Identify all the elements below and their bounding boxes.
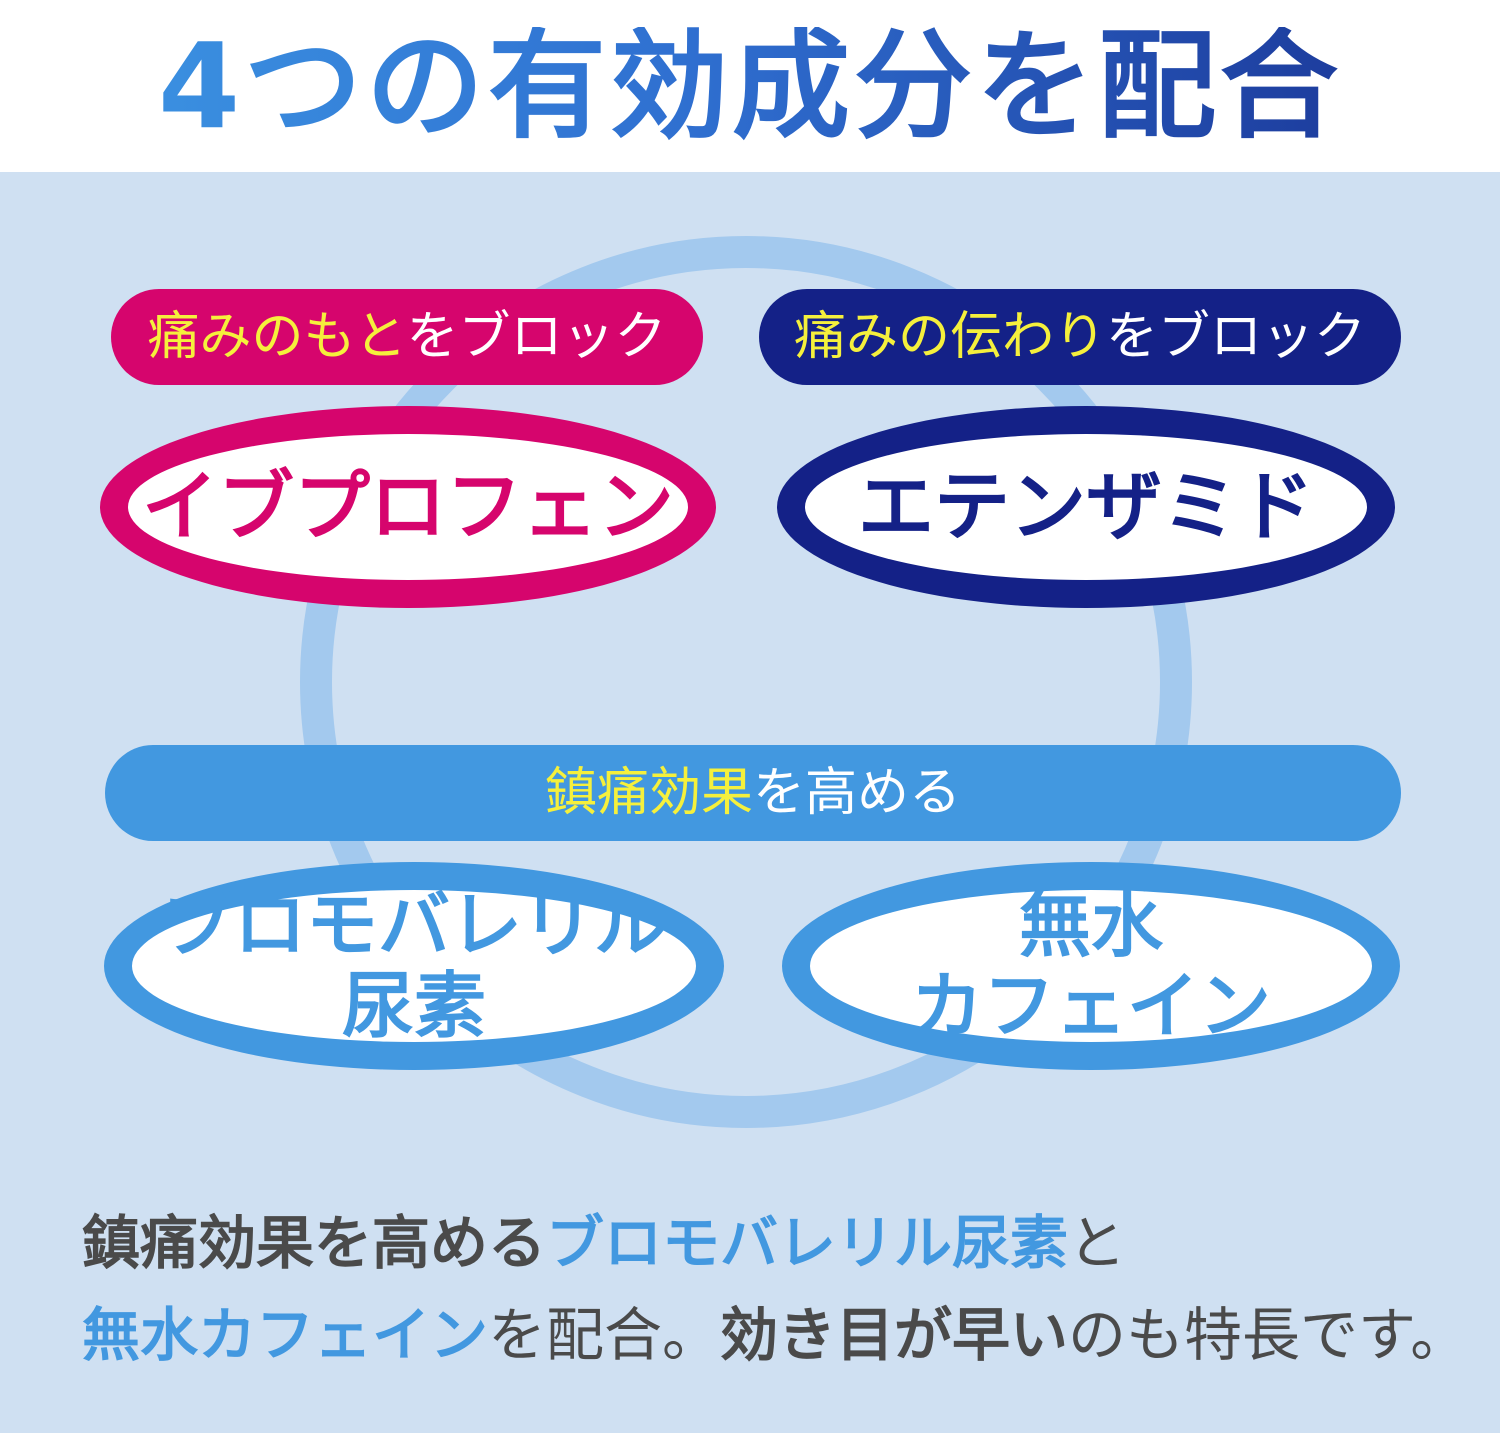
page-title-text: 4つの有効成分を配合 [157,17,1343,155]
label-rest: をブロック [406,307,667,367]
label-highlight: 痛みの伝わり [793,307,1106,367]
desc-text: を配合。 [488,1301,721,1369]
label-rest: を高める [753,763,962,823]
label-highlight: 鎮痛効果 [544,763,753,823]
ingredient-anhydrous-caffeine: 無水 カフェイン [782,862,1400,1070]
description-line-2: 無水カフェインを配合。効き目が早いのも特長です。 [82,1306,1472,1364]
ingredient-name: イブプロフェン [142,462,674,552]
label-block-pain-source: 痛みのもとをブロック [111,289,703,385]
label-rest: をブロック [1106,307,1367,367]
description-line-1: 鎮痛効果を高めるブロモバレリル尿素と [82,1214,1472,1272]
desc-text: 鎮痛効果を高める [82,1209,547,1277]
ingredient-bromovalerylurea: ブロモバレリル 尿素 [104,862,724,1070]
ingredient-ethenzamide: エテンザミド [777,406,1395,608]
label-highlight: 痛みのもと [147,307,407,367]
ingredient-name: エテンザミド [858,462,1314,552]
desc-highlight: ブロモバレリル尿素 [546,1209,1069,1277]
label-enhance-analgesic: 鎮痛効果を高める [105,745,1401,841]
ingredient-ibuprofen: イブプロフェン [100,406,716,608]
ingredient-name-line1: ブロモバレリル [161,883,666,968]
ingredient-name-line2: 尿素 [341,964,486,1048]
ingredient-name-line2: カフェイン [910,964,1271,1048]
ingredient-name-line1: 無水 [1018,883,1163,968]
desc-text: と [1068,1209,1127,1277]
label-block-pain-transmission: 痛みの伝わりをブロック [759,289,1401,385]
desc-highlight: 無水カフェイン [82,1301,489,1369]
desc-text: のも特長です。 [1068,1301,1469,1369]
desc-bold: 効き目が早い [720,1301,1069,1369]
page-title: 4つの有効成分を配合 [0,0,1500,172]
